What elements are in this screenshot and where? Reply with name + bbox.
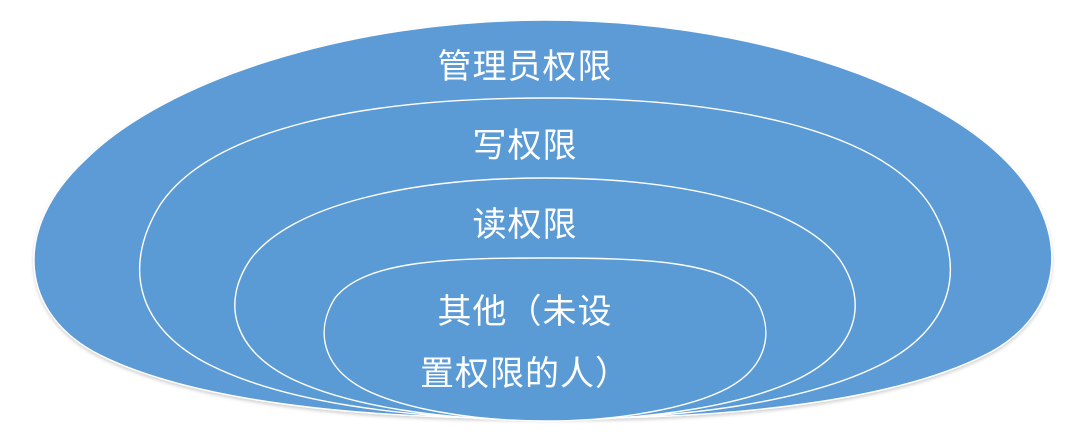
read-permission-label: 读权限 [473, 205, 578, 245]
admin-permission-label: 管理员权限 [438, 47, 613, 87]
others-permission-label-line2: 置权限的人） [420, 354, 630, 394]
others-permission-ring [323, 257, 767, 422]
others-permission-label-line1: 其他（未设 [438, 292, 613, 332]
write-permission-label: 写权限 [473, 126, 578, 166]
